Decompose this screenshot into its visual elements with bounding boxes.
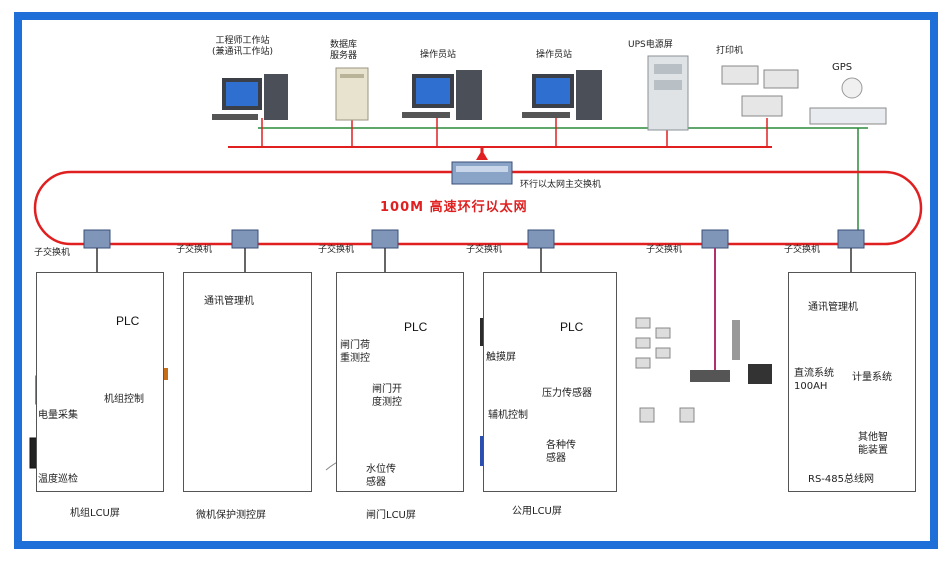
operator-station-2-icon (522, 70, 602, 120)
database-server-icon (335, 67, 369, 121)
unit-item-temp: 温度巡检 (38, 474, 78, 485)
printer-label: 打印机 (716, 46, 744, 56)
rs485-item-dc: 直流系统 100AH (794, 368, 834, 392)
common-item-aux: 辅机控制 (488, 410, 528, 421)
unit-plc-label: PLC (116, 314, 140, 328)
printer-icon (721, 65, 799, 117)
rs485-panel (788, 272, 916, 492)
sub-switches (83, 229, 865, 370)
switch-label-1: 子交换机 (34, 248, 71, 258)
switch-label-6: 子交换机 (784, 245, 821, 255)
protection-panel (183, 272, 312, 492)
ups-cabinet-icon (647, 55, 689, 131)
common-item-sensors: 各种传 感器 (546, 440, 576, 464)
switch-label-5: 子交换机 (646, 245, 683, 255)
rs485-comm-label: 通讯管理机 (808, 302, 858, 313)
gps-icon (809, 77, 887, 125)
operator2-label: 操作员站 (536, 50, 573, 60)
operator-station-1-icon (402, 70, 482, 120)
common-footer: 公用LCU屏 (512, 506, 562, 517)
switch-label-4: 子交换机 (466, 245, 503, 255)
field-devices-icon (635, 317, 772, 423)
rs485-footer: RS-485总线网 (808, 474, 874, 485)
switch-label-2: 子交换机 (176, 245, 213, 255)
ups-label: UPS电源屏 (628, 40, 673, 50)
gps-label: GPS (832, 62, 853, 73)
common-plc-label: PLC (560, 320, 584, 334)
main-switch-label: 环行以太网主交换机 (520, 180, 602, 190)
engineer-workstation-icon (212, 74, 288, 120)
gate-item-level: 水位传 感器 (366, 464, 396, 488)
unit-item-power: 电量采集 (38, 410, 78, 421)
gate-item-load: 闸门荷 重测控 (340, 340, 370, 364)
protect-comm-label: 通讯管理机 (204, 296, 254, 307)
gate-lcu-panel (336, 272, 464, 492)
common-lcu-panel (483, 272, 617, 492)
unit-footer: 机组LCU屏 (70, 508, 120, 519)
ring-title: 100M 高速环行以太网 (380, 200, 528, 215)
common-item-pressure: 压力传感器 (542, 388, 592, 399)
operator1-label: 操作员站 (420, 50, 457, 60)
gate-plc-label: PLC (404, 320, 428, 334)
switch-label-3: 子交换机 (318, 245, 355, 255)
main-switch-icon (451, 161, 513, 185)
gate-footer: 闸门LCU屏 (366, 510, 416, 521)
unit-lcu-panel (36, 272, 164, 492)
protect-footer: 微机保护测控屏 (196, 510, 266, 521)
common-item-touch: 触摸屏 (486, 352, 516, 363)
gate-item-opening: 闸门开 度测控 (372, 384, 402, 408)
engineer-label: 工程师工作站 (兼通讯工作站) (212, 36, 274, 57)
rs485-item-meter: 计量系统 (852, 372, 892, 383)
unit-item-control: 机组控制 (104, 394, 144, 405)
database-label: 数据库 服务器 (330, 40, 358, 61)
rs485-item-smart: 其他智 能装置 (858, 432, 888, 456)
